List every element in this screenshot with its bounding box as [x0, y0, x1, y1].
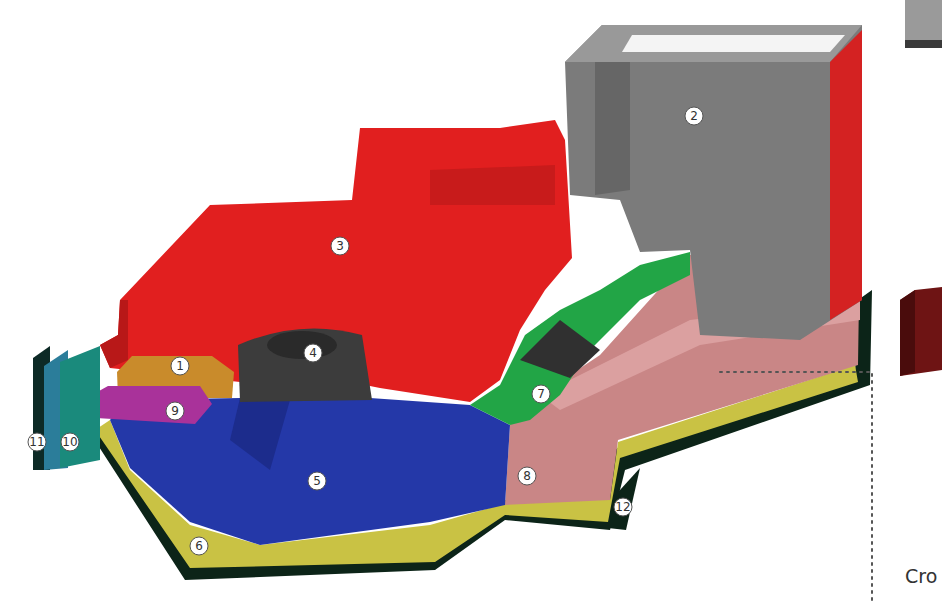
callout-number: 10: [60, 432, 80, 452]
red-body: [830, 30, 862, 320]
grey-tower: [565, 25, 862, 340]
red-body: [430, 165, 555, 205]
caption-fragment: Cro: [905, 565, 937, 587]
callout-number: 1: [170, 356, 190, 376]
callout-number: 3: [330, 236, 350, 256]
grey-tower: [565, 25, 862, 62]
dark-cylinder: [238, 328, 372, 402]
photo-fragment: [905, 40, 942, 48]
callout-circle: [28, 433, 46, 451]
dark-cylinder: [267, 331, 337, 359]
callout-circle: [166, 402, 184, 420]
callout-circle: [614, 498, 632, 516]
callout-number: 6: [189, 536, 209, 556]
callout-number: 9: [165, 401, 185, 421]
grey-tower: [595, 62, 630, 195]
callout-circle: [171, 357, 189, 375]
red-body: [100, 300, 128, 368]
callout-circle: [532, 385, 550, 403]
detached-block: [900, 287, 942, 376]
callout-circle: [518, 467, 536, 485]
callout-number: 8: [517, 466, 537, 486]
red-body: [100, 120, 572, 402]
callout-circle: [304, 344, 322, 362]
callout-circle: [331, 237, 349, 255]
photo-fragment: [905, 0, 942, 48]
callout-circles: [28, 107, 703, 555]
magenta-part: [90, 386, 212, 424]
blue-region: [230, 398, 290, 470]
callout-circle: [308, 472, 326, 490]
tower-slot: [622, 35, 845, 52]
callout-circle: [61, 433, 79, 451]
callout-number: 4: [303, 343, 323, 363]
callout-number: 7: [531, 384, 551, 404]
leader-line: [720, 372, 872, 603]
callout-circle: [190, 537, 208, 555]
detached-block: [900, 290, 915, 376]
dark-fitting: [520, 320, 600, 378]
callout-number: 5: [307, 471, 327, 491]
callout-number: 12: [613, 497, 633, 517]
callout-number: 2: [684, 106, 704, 126]
callout-circle: [685, 107, 703, 125]
loose-block: [60, 346, 100, 468]
callout-number: 11: [27, 432, 47, 452]
